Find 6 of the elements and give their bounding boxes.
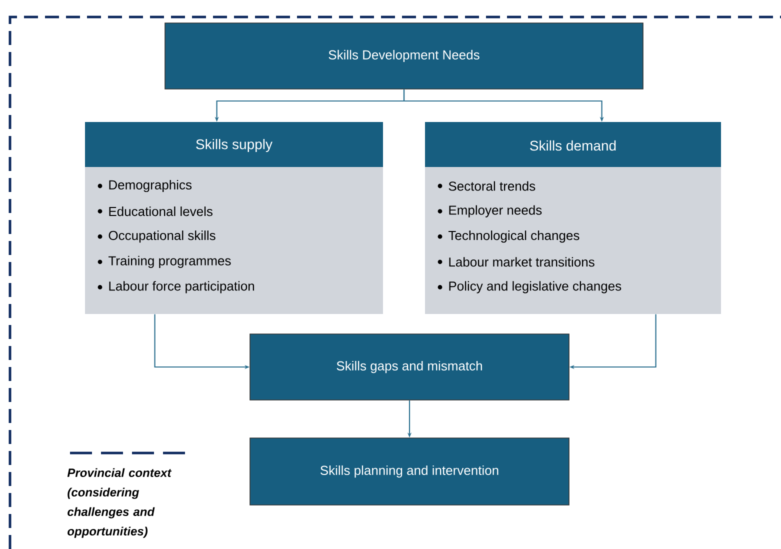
process-box: Skills planning and intervention [250,438,570,506]
process-box: Skills Development Needs [164,22,644,90]
list-panel: Skills supply Demographics Educational levels Occupational skills Training programmes Labour force participation [85,122,383,314]
process-box: Skills gaps and mismatch [250,334,570,400]
legend-text: Provincial context (considering challenges and opportunities) [67,468,172,538]
list-panel: Skills demand Sectoral trends Employer needs Technological changes Labour market transitions Policy and legislative changes [425,122,721,314]
